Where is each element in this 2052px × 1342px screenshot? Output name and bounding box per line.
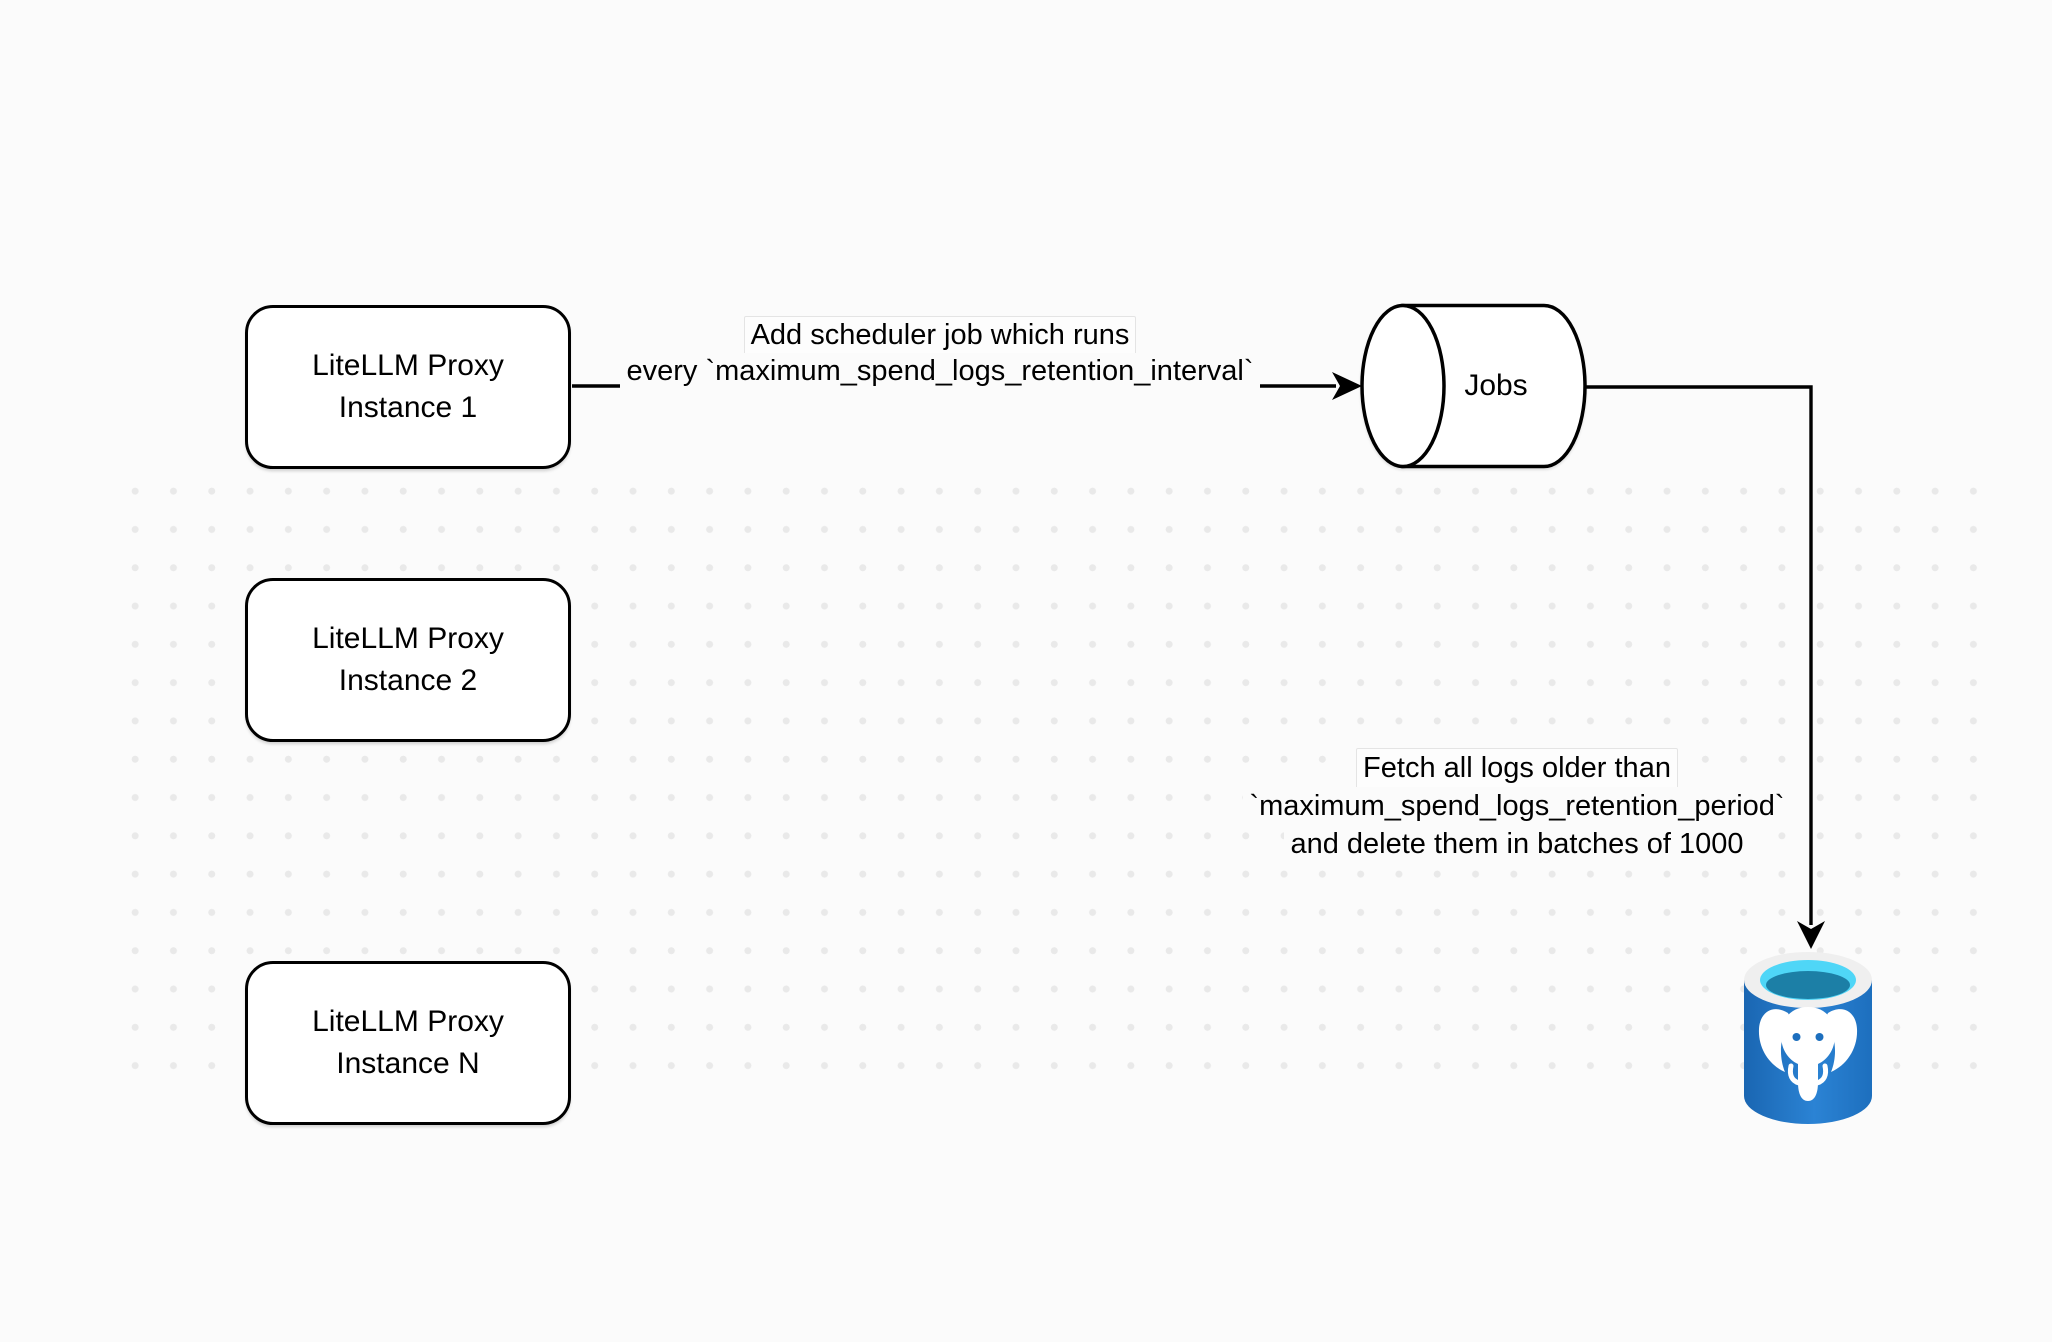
node-label-line: Instance N [336, 1047, 480, 1080]
edge-jobs-to-db-arrowhead-icon [1797, 921, 1825, 949]
postgresql-database-icon [1744, 952, 1872, 1124]
node-label-line: Instance 2 [338, 664, 478, 697]
node-label-line: LiteLLM Proxy [312, 349, 504, 382]
edge-label-scheduler: Add scheduler job which runs every `maxi… [600, 316, 1280, 390]
edge-label-scheduler-line1: Add scheduler job which runs [743, 316, 1137, 355]
jobs-cylinder-shape [1360, 303, 1587, 469]
edge-label-fetch-delete: Fetch all logs older than `maximum_spend… [1225, 748, 1809, 864]
node-jobs-queue: Jobs [1358, 302, 1590, 470]
node-label-line: Instance 1 [338, 391, 478, 424]
node-label-line: LiteLLM Proxy [312, 1005, 504, 1038]
node-label-line: LiteLLM Proxy [312, 622, 504, 655]
postgresql-elephant-icon [1758, 1007, 1858, 1101]
node-litellm-proxy-instance-n: LiteLLM Proxy Instance N [245, 961, 571, 1125]
node-litellm-proxy-instance-2: LiteLLM Proxy Instance 2 [245, 578, 571, 742]
edge-label-fetch-line3: and delete them in batches of 1000 [1284, 825, 1750, 864]
edge-jobs-to-db-line [1584, 385, 1813, 925]
edge-scheduler-arrowhead-icon [1332, 372, 1362, 400]
node-postgres-database [1742, 949, 1874, 1126]
edge-label-fetch-line2: `maximum_spend_logs_retention_period` [1243, 786, 1791, 825]
node-litellm-proxy-instance-1: LiteLLM Proxy Instance 1 [245, 305, 571, 469]
edge-label-scheduler-line2: every `maximum_spend_logs_retention_inte… [620, 353, 1260, 390]
jobs-node-label: Jobs [1464, 369, 1528, 402]
edge-label-fetch-line1: Fetch all logs older than [1356, 748, 1678, 789]
